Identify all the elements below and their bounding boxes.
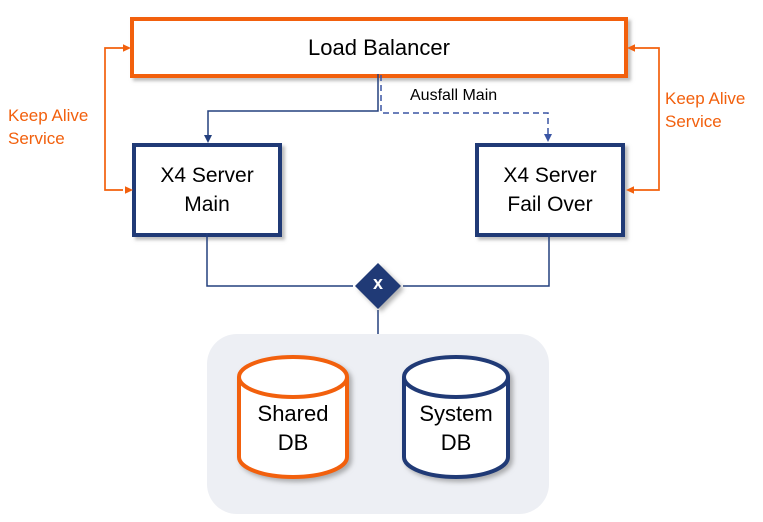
system-db-label-line2: DB bbox=[440, 430, 472, 455]
keep-alive-right-line1: Keep Alive bbox=[665, 89, 746, 108]
load-balancer-label: Load Balancer bbox=[308, 34, 450, 60]
junction-x-label: x bbox=[372, 273, 383, 293]
load-balancer-node: Load Balancer bbox=[130, 17, 628, 78]
x4-server-main-label-line2: Main bbox=[184, 193, 230, 216]
shared-db-label-line2: DB bbox=[277, 430, 309, 455]
shared-db-label-line1: Shared bbox=[257, 401, 329, 426]
x4-server-main-node: X4 Server Main bbox=[132, 143, 282, 237]
system-db-label-line1: System bbox=[419, 401, 493, 426]
x4-server-failover-label-line1: X4 Server bbox=[503, 164, 597, 187]
keep-alive-service-label-left: Keep Alive Service bbox=[8, 104, 88, 150]
x4-server-failover-label-line2: Fail Over bbox=[507, 193, 593, 216]
connector-lb-to-main bbox=[207, 74, 379, 136]
keep-alive-connector-right bbox=[634, 47, 660, 191]
keep-alive-left-line1: Keep Alive bbox=[8, 106, 89, 125]
keep-alive-service-label-right: Keep Alive Service bbox=[665, 87, 745, 133]
keep-alive-connector-left bbox=[104, 47, 123, 191]
arrowhead-into-server-main-top bbox=[204, 135, 212, 143]
connector-failover-to-junction bbox=[403, 233, 550, 287]
shared-db-label: Shared DB bbox=[239, 399, 347, 457]
arrowhead-into-server-failover-top bbox=[544, 134, 552, 142]
x4-server-failover-node: X4 Server Fail Over bbox=[475, 143, 625, 237]
x4-server-main-label-line1: X4 Server bbox=[160, 164, 254, 187]
connector-main-to-junction bbox=[206, 233, 353, 287]
keep-alive-right-line2: Service bbox=[665, 112, 722, 131]
arrowhead-into-server-failover-right bbox=[626, 186, 634, 194]
ausfall-main-label: Ausfall Main bbox=[410, 87, 498, 104]
arrowhead-into-load-balancer-right bbox=[627, 44, 635, 52]
keep-alive-left-line2: Service bbox=[8, 129, 65, 148]
system-db-label: System DB bbox=[404, 399, 508, 457]
